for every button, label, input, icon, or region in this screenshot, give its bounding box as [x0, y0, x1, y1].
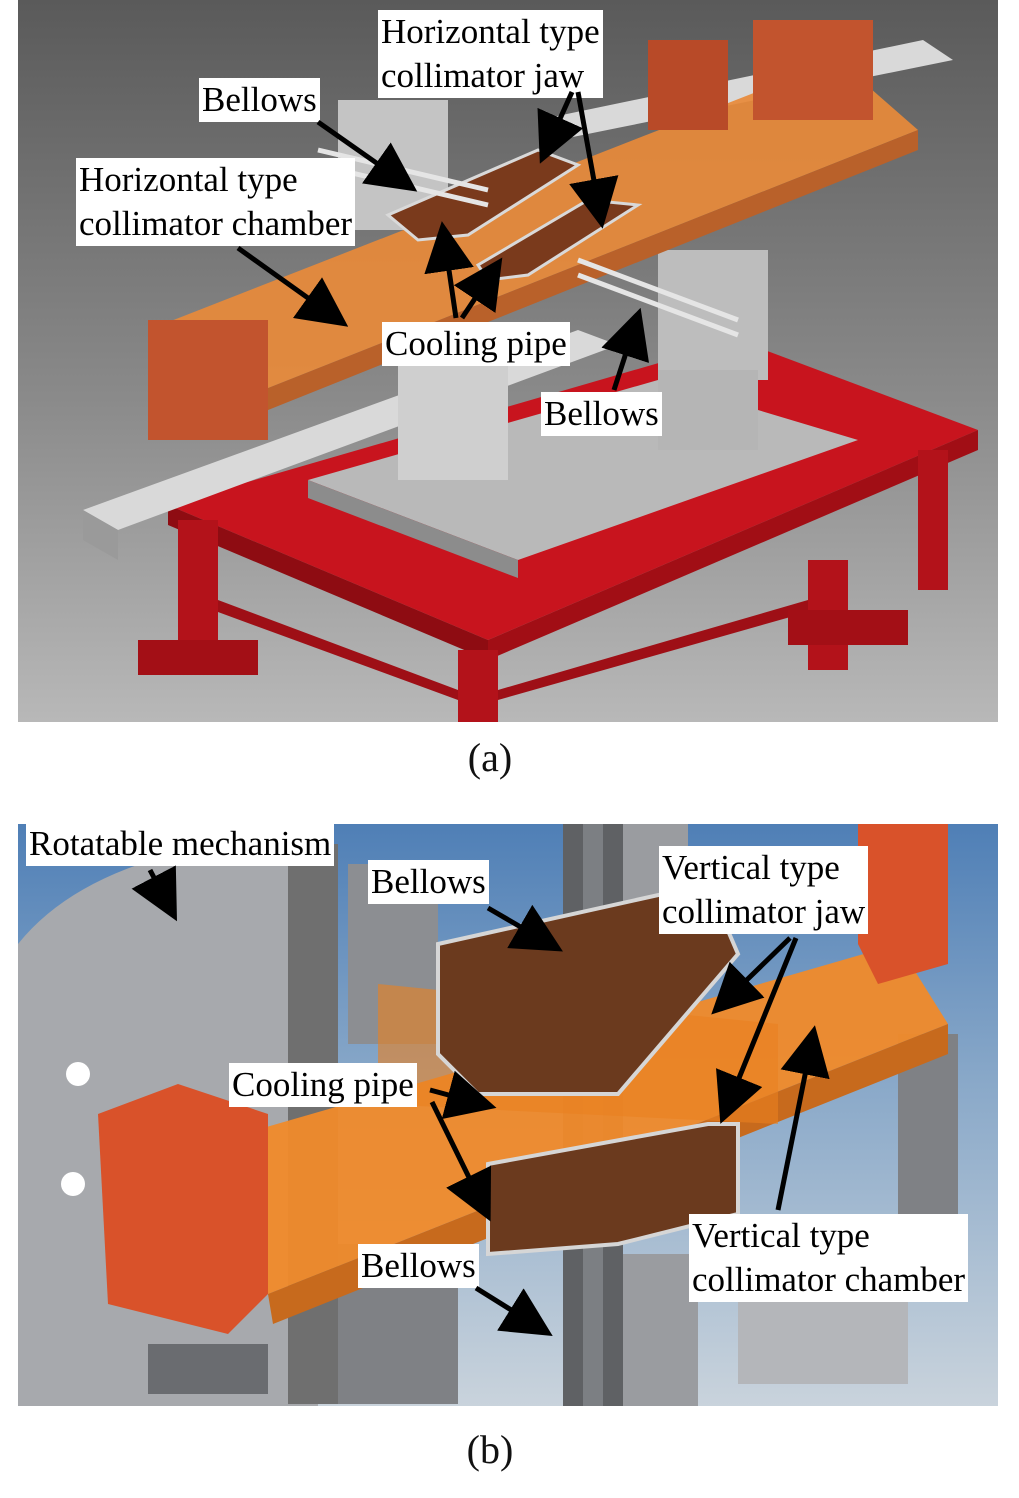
label-bellows-top-b: Bellows	[368, 860, 489, 904]
caption-b: (b)	[466, 1427, 514, 1472]
label-horizontal-collimator-jaw: Horizontal type collimator jaw	[378, 10, 603, 98]
chamber-flanges	[98, 824, 948, 1334]
label-horizontal-chamber-line2: collimator chamber	[79, 204, 353, 243]
label-horizontal-collimator-chamber: Horizontal type collimator chamber	[76, 158, 356, 246]
label-vertical-collimator-chamber: Vertical type collimator chamber	[689, 1214, 969, 1302]
label-vertical-jaw-line2: collimator jaw	[662, 892, 866, 931]
label-cooling-pipe-b: Cooling pipe	[229, 1063, 417, 1107]
label-vertical-chamber-line1: Vertical type	[692, 1216, 870, 1255]
support-blocks	[338, 100, 768, 480]
label-rotatable-mechanism: Rotatable mechanism	[26, 822, 335, 866]
label-bellows-bottom-b: Bellows	[358, 1244, 479, 1288]
caption-a: (a)	[467, 735, 513, 780]
label-horizontal-jaw-line2: collimator jaw	[381, 56, 585, 95]
label-vertical-collimator-jaw: Vertical type collimator jaw	[659, 846, 869, 934]
label-bellows-bottom-a: Bellows	[541, 392, 662, 436]
label-vertical-chamber-line2: collimator chamber	[692, 1260, 966, 1299]
label-vertical-jaw-line1: Vertical type	[662, 848, 840, 887]
label-horizontal-chamber-line1: Horizontal type	[79, 160, 298, 199]
label-bellows-top-a: Bellows	[199, 78, 320, 122]
label-cooling-pipe-a: Cooling pipe	[382, 322, 570, 366]
label-horizontal-jaw-line1: Horizontal type	[381, 12, 600, 51]
